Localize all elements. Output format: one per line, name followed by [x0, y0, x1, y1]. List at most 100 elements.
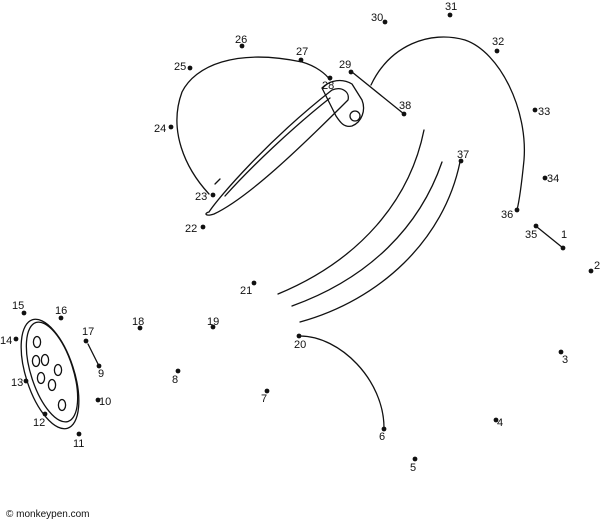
dot-label: 22	[185, 223, 197, 235]
dot-label: 26	[235, 34, 247, 46]
dot-marker	[532, 107, 538, 113]
dot-marker	[58, 315, 64, 321]
dot-marker	[458, 158, 464, 164]
dot-label: 1	[561, 229, 567, 241]
dot-1: 1	[560, 229, 567, 251]
dot-marker	[21, 310, 27, 316]
dot-25: 25	[174, 61, 193, 73]
dot-marker	[187, 65, 193, 71]
dot-marker	[382, 19, 388, 25]
dot-label: 23	[195, 191, 207, 203]
dot-label: 38	[399, 100, 411, 112]
dot-label: 25	[174, 61, 186, 73]
dot-label: 27	[296, 46, 308, 58]
dot-marker	[560, 245, 566, 251]
dot-label: 19	[207, 316, 219, 328]
outline-29-38	[351, 71, 405, 115]
dot-marker	[348, 69, 354, 75]
dot-marker	[533, 223, 539, 229]
rose-hole	[32, 335, 42, 349]
dot-label: 14	[0, 335, 12, 347]
dot-marker	[137, 325, 143, 331]
dot-10: 10	[95, 396, 111, 408]
dot-marker	[83, 338, 89, 344]
dot-label: 24	[154, 123, 166, 135]
dot-marker	[239, 43, 245, 49]
dot-16: 16	[55, 305, 67, 321]
dot-label: 36	[501, 209, 513, 221]
dot-12: 12	[33, 411, 48, 429]
dot-18: 18	[132, 316, 144, 331]
outline-rose-inner	[25, 321, 79, 423]
dot-15: 15	[12, 300, 27, 316]
dot-marker	[381, 426, 387, 432]
dot-marker	[13, 336, 19, 342]
dot-7: 7	[261, 388, 270, 405]
dot-5: 5	[410, 456, 418, 474]
dot-label: 18	[132, 316, 144, 328]
dot-marker	[494, 48, 500, 54]
dot-31: 31	[445, 1, 457, 18]
dot-label: 28	[322, 80, 334, 92]
dot-label: 15	[12, 300, 24, 312]
rose-holes	[31, 335, 67, 412]
dot-label: 20	[294, 339, 306, 351]
dot-label: 2	[594, 260, 600, 272]
dot-28: 28	[322, 75, 334, 92]
dot-11: 11	[73, 431, 84, 450]
dot-14: 14	[0, 335, 19, 347]
dot-marker	[327, 75, 333, 81]
dot-marker	[542, 175, 548, 181]
dot-marker	[264, 388, 270, 394]
outline-tick-23	[214, 178, 221, 185]
rose-hole	[36, 371, 46, 385]
dot-29: 29	[339, 59, 354, 75]
dot-27: 27	[296, 46, 308, 63]
rose-hole	[53, 363, 63, 377]
dot-label: 9	[98, 368, 104, 380]
dot-marker	[23, 378, 29, 384]
dot-35: 35	[525, 223, 539, 241]
dot-36: 36	[501, 207, 520, 221]
dot-label: 30	[371, 12, 383, 24]
dot-marker	[296, 333, 302, 339]
rose-hole	[47, 378, 57, 392]
dot-33: 33	[532, 106, 550, 118]
dot-label: 35	[525, 229, 537, 241]
outline-top-arc	[370, 36, 526, 211]
outline-body-1	[277, 129, 425, 295]
dot-label: 10	[99, 396, 111, 408]
dot-2: 2	[588, 260, 600, 274]
outline-spout	[299, 335, 385, 429]
dot-label: 8	[172, 374, 178, 386]
dot-marker	[514, 207, 520, 213]
dot-marker	[210, 324, 216, 330]
dot-37: 37	[457, 149, 469, 164]
dot-34: 34	[542, 173, 559, 185]
rose-hole	[57, 398, 67, 412]
dot-marker	[175, 368, 181, 374]
dot-marker	[210, 192, 216, 198]
outline-cap-hole	[349, 110, 361, 122]
dot-marker	[95, 397, 101, 403]
dot-label: 4	[497, 417, 503, 429]
dot-19: 19	[207, 316, 219, 330]
dot-marker	[588, 268, 594, 274]
rose-hole	[31, 354, 41, 368]
outline-handle-cap	[321, 79, 365, 128]
outline-bell	[176, 56, 331, 195]
dot-label: 17	[82, 326, 94, 338]
dot-label: 11	[73, 438, 84, 450]
dot-label: 29	[339, 59, 351, 71]
dot-8: 8	[172, 368, 181, 386]
dot-marker	[76, 431, 82, 437]
dot-32: 32	[492, 36, 504, 54]
dot-marker	[447, 12, 453, 18]
dot-marker	[558, 349, 564, 355]
dot-marker	[96, 363, 102, 369]
dot-3: 3	[558, 349, 568, 366]
dot-label: 34	[547, 173, 559, 185]
dot-label: 12	[33, 417, 45, 429]
outline-35-1	[536, 226, 564, 249]
